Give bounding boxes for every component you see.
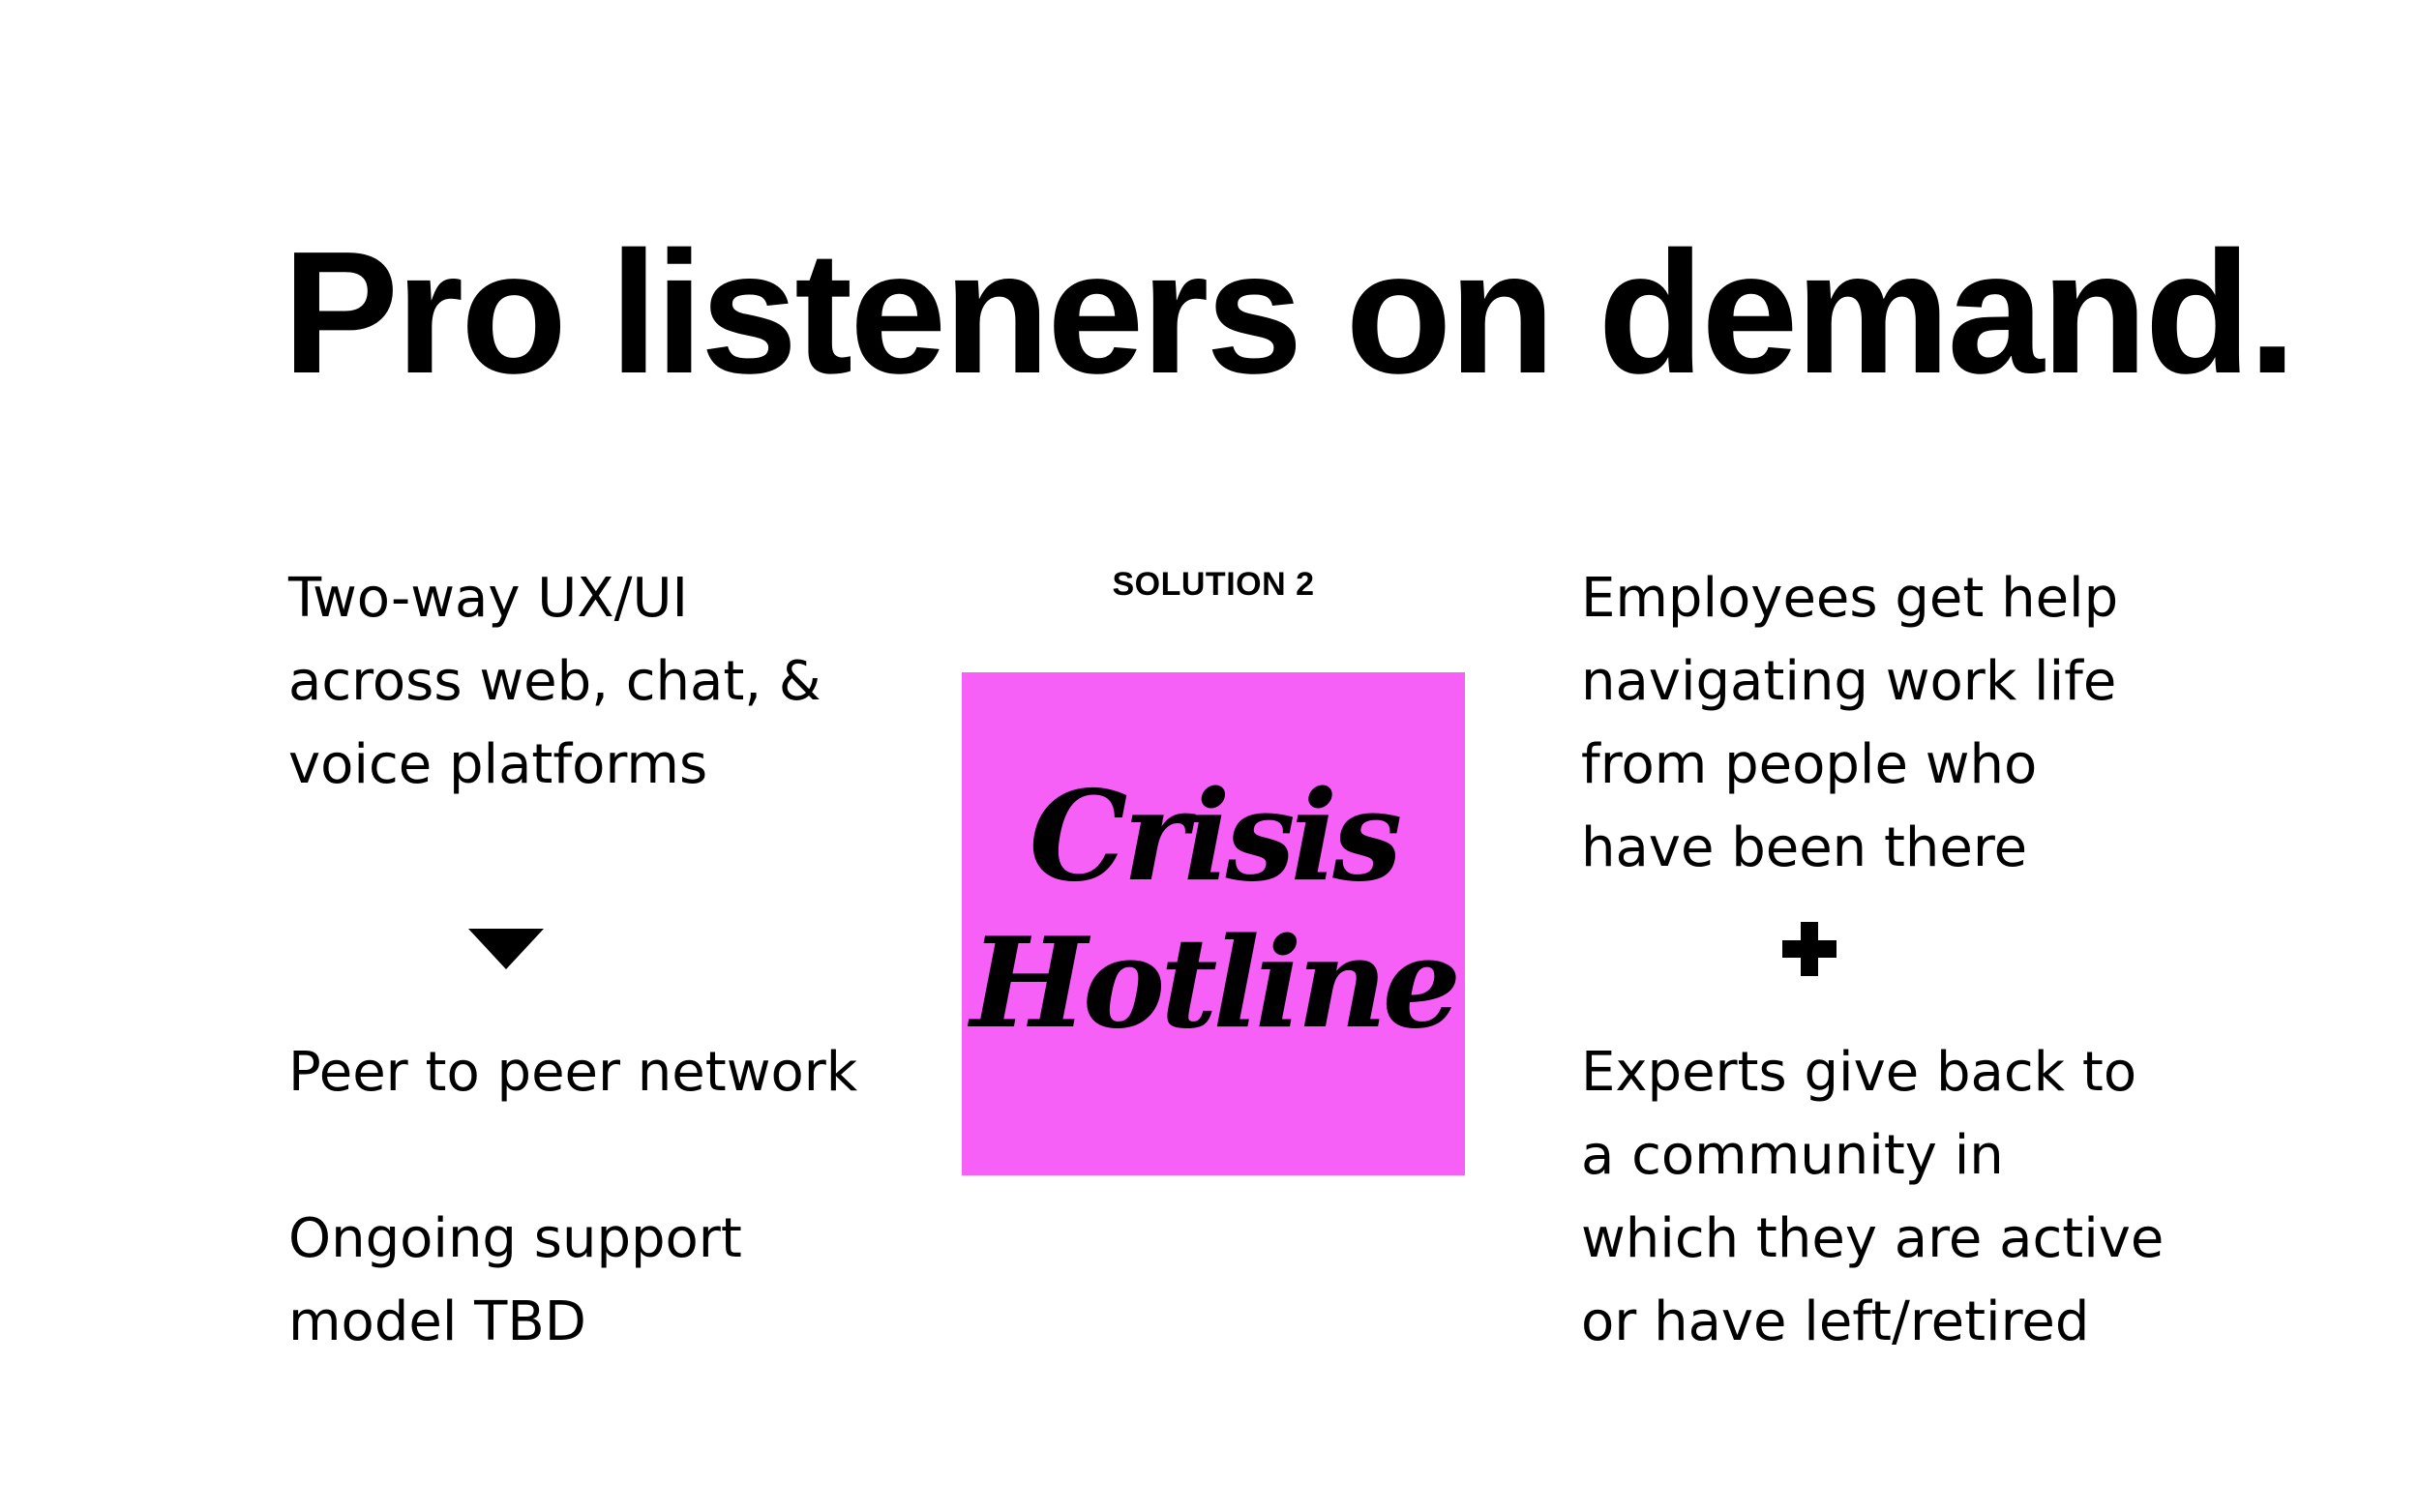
solution-label: SOLUTION 2: [1112, 566, 1315, 603]
slide-title: Pro listeners on demand.: [283, 216, 2297, 410]
crisis-hotline-sticky-note: Crisis Hotline: [962, 672, 1465, 1175]
peer-network-text: Peer to peer network: [288, 1041, 858, 1104]
sticky-note-text: Crisis Hotline: [970, 764, 1461, 1056]
expert-community-text: Experts give back to a community in whic…: [1581, 1041, 2165, 1353]
plus-icon: [1782, 922, 1837, 976]
down-triangle-icon: [468, 929, 544, 969]
employee-help-text: Employees get help navigating work life …: [1581, 567, 2119, 879]
ux-platforms-text: Two-way UX/UI across web, chat, & voice …: [288, 567, 821, 796]
support-model-text: Ongoing support model TBD: [288, 1207, 742, 1353]
